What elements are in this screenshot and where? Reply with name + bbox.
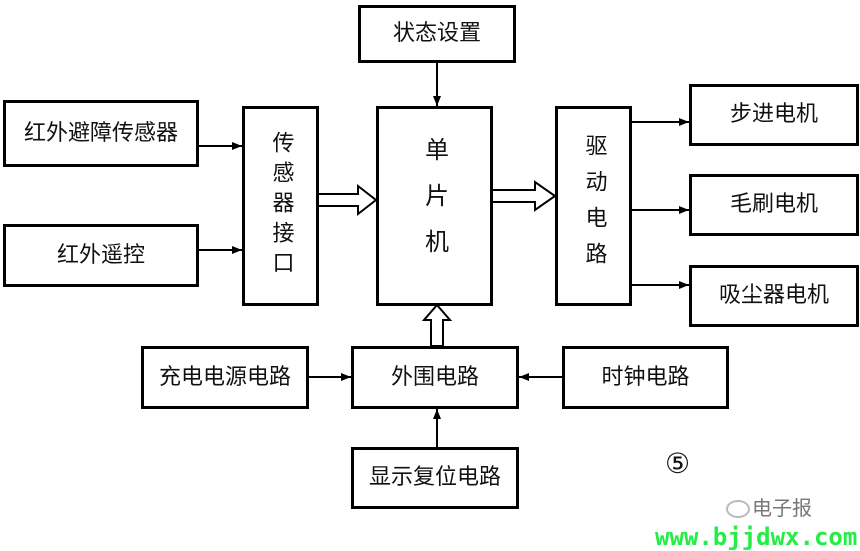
mcu-label: 单片机	[420, 137, 449, 275]
hollow-arrow-interface-to-mcu	[317, 183, 378, 217]
clock-circuit-block: 时钟电路	[562, 346, 729, 409]
figure-number: ⑤	[665, 447, 691, 480]
ir-remote-block: 红外遥控	[3, 224, 199, 287]
driver-circuit-label: 驱动电路	[581, 134, 607, 278]
sensor-interface-block: 传感器接口	[242, 106, 319, 306]
watermark-brand: 电子报	[752, 496, 812, 520]
watermark-url: www.bjjdwx.com	[655, 523, 858, 551]
display-reset-block: 显示复位电路	[351, 447, 519, 509]
stepper-motor-block: 步进电机	[689, 84, 859, 146]
hollow-arrow-peripheral-to-mcu	[421, 303, 453, 347]
peripheral-circuit-block: 外围电路	[351, 346, 519, 409]
mcu-block: 单片机	[376, 106, 493, 306]
hollow-arrow-mcu-to-driver	[491, 180, 557, 212]
charging-power-block: 充电电源电路	[141, 346, 309, 409]
wechat-icon	[726, 500, 750, 518]
driver-circuit-block: 驱动电路	[555, 106, 632, 306]
status-setting-block: 状态设置	[358, 5, 516, 63]
vacuum-motor-block: 吸尘器电机	[689, 265, 859, 327]
brush-motor-block: 毛刷电机	[689, 174, 859, 236]
ir-obstacle-sensor-block: 红外避障传感器	[3, 100, 199, 167]
sensor-interface-label: 传感器接口	[268, 131, 294, 281]
